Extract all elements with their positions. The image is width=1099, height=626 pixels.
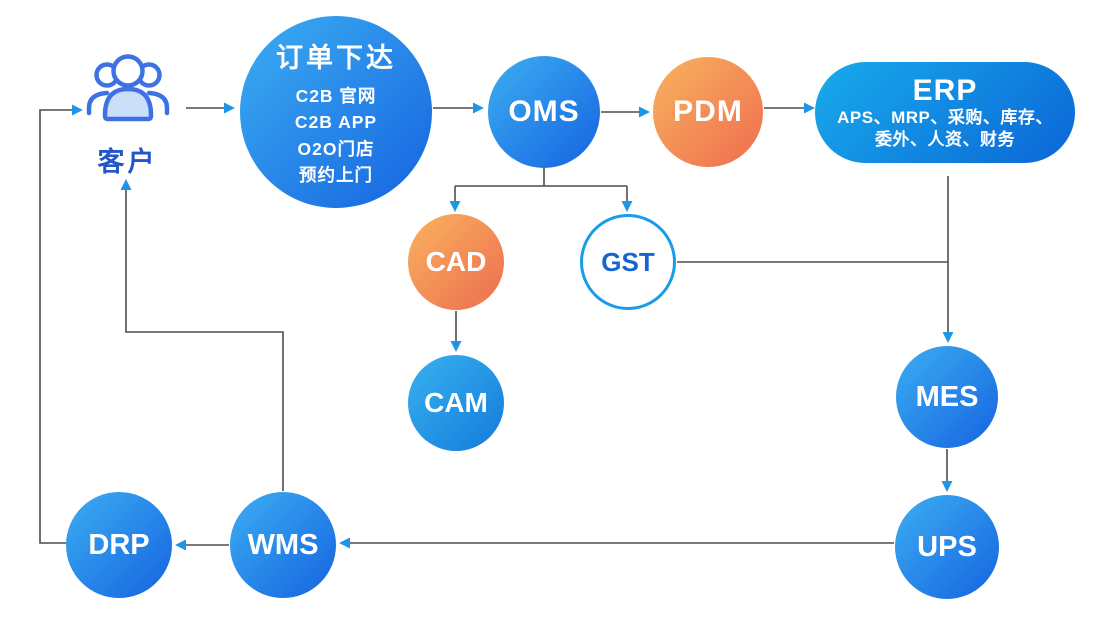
node-order-entry: 订单下达 C2B 官网 C2B APP O2O门店 预约上门: [240, 16, 432, 208]
erp-modules-line2: 委外、人资、财务: [875, 130, 1015, 149]
connector-wms-to-customer: [120, 179, 284, 491]
node-mes: MES: [896, 346, 998, 448]
drp-label: DRP: [88, 528, 150, 561]
node-pdm: PDM: [653, 57, 763, 167]
node-cam: CAM: [408, 355, 504, 451]
oms-label: OMS: [508, 95, 580, 128]
gst-label: GST: [601, 246, 655, 277]
node-wms: WMS: [230, 492, 336, 598]
order-channel-c2b-app: C2B APP: [294, 112, 378, 133]
order-channel-o2o-store: O2O门店: [297, 138, 375, 159]
order-entry-title: 订单下达: [276, 43, 396, 73]
node-cad: CAD: [408, 214, 504, 310]
order-channel-c2b-web: C2B 官网: [295, 86, 377, 106]
node-gst: GST: [580, 214, 676, 310]
order-channel-home-visit: 预约上门: [299, 164, 373, 185]
wms-label: WMS: [247, 528, 319, 561]
connector-drp-to-customer: [39, 104, 83, 544]
erp-modules-line1: APS、MRP、采购、库存、: [837, 107, 1053, 127]
node-customer: 客户: [75, 54, 180, 177]
node-ups: UPS: [895, 495, 999, 599]
cam-label: CAM: [424, 387, 488, 418]
customer-group-icon: [84, 51, 172, 138]
node-drp: DRP: [66, 492, 172, 598]
connector-oms-branch: [455, 168, 627, 187]
node-oms: OMS: [488, 56, 600, 168]
mes-label: MES: [915, 380, 979, 413]
ups-label: UPS: [917, 530, 977, 563]
erp-title: ERP: [912, 73, 978, 107]
cad-label: CAD: [425, 246, 487, 277]
customer-label: 客户: [97, 147, 158, 177]
pdm-label: PDM: [673, 95, 743, 128]
node-erp: ERP APS、MRP、采购、库存、 委外、人资、财务: [815, 62, 1075, 163]
